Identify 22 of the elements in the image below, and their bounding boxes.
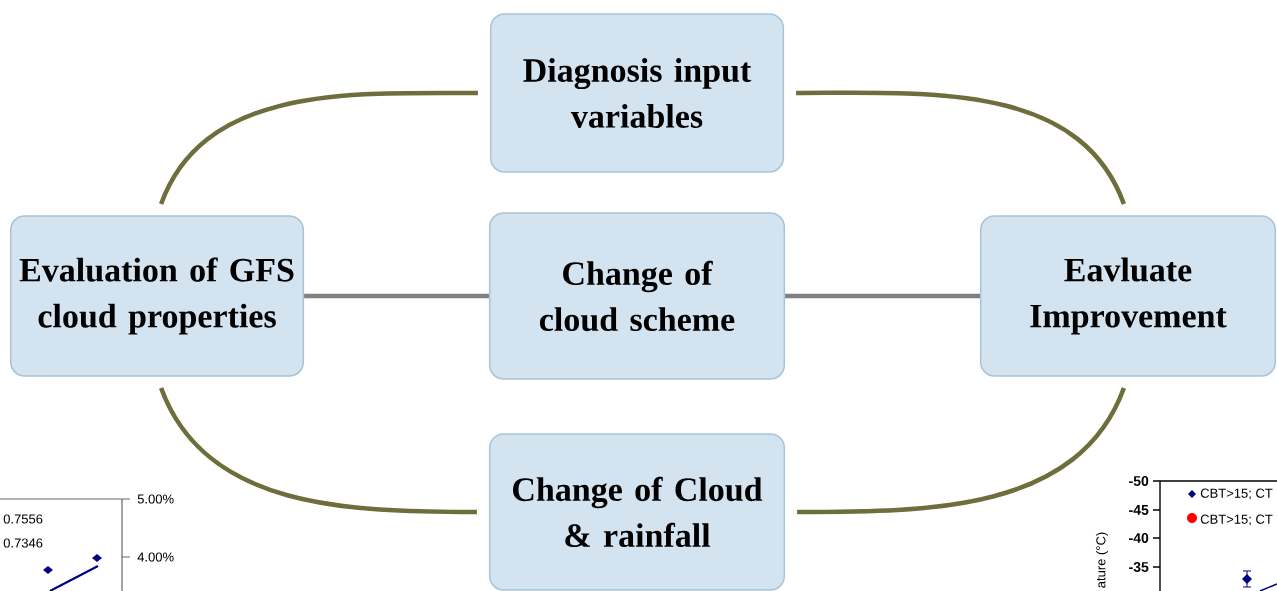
process-box: Change of cloud scheme [488,212,786,380]
chart-label: CBT>15; CT [1200,488,1273,500]
chart-label: 4.00% [137,552,174,562]
chart-label: CBT>15; CT [1200,514,1273,526]
connector-line [797,387,1126,515]
chart-label: 0.7346 [3,538,43,548]
chart-label: -45 [1129,505,1149,515]
process-box: Change of Cloud & rainfall [488,433,786,591]
chart-label: -35 [1129,562,1149,572]
chart-label: 0.7556 [3,514,43,524]
chart-label: -50 [1129,476,1149,486]
process-box: Evaluation of GFS cloud properties [9,215,305,377]
process-box: Eavluate Improvement [979,215,1277,377]
connector-line [304,293,489,299]
connector-line [159,387,477,515]
connector-line [796,90,1126,205]
chart-label: -40 [1129,533,1149,543]
connector-line [159,90,478,205]
chart-label: 5.00% [137,494,174,504]
chart-label: ature (°C) [1095,532,1109,588]
process-box: Diagnosis input variables [489,13,785,173]
connector-line [785,293,980,299]
